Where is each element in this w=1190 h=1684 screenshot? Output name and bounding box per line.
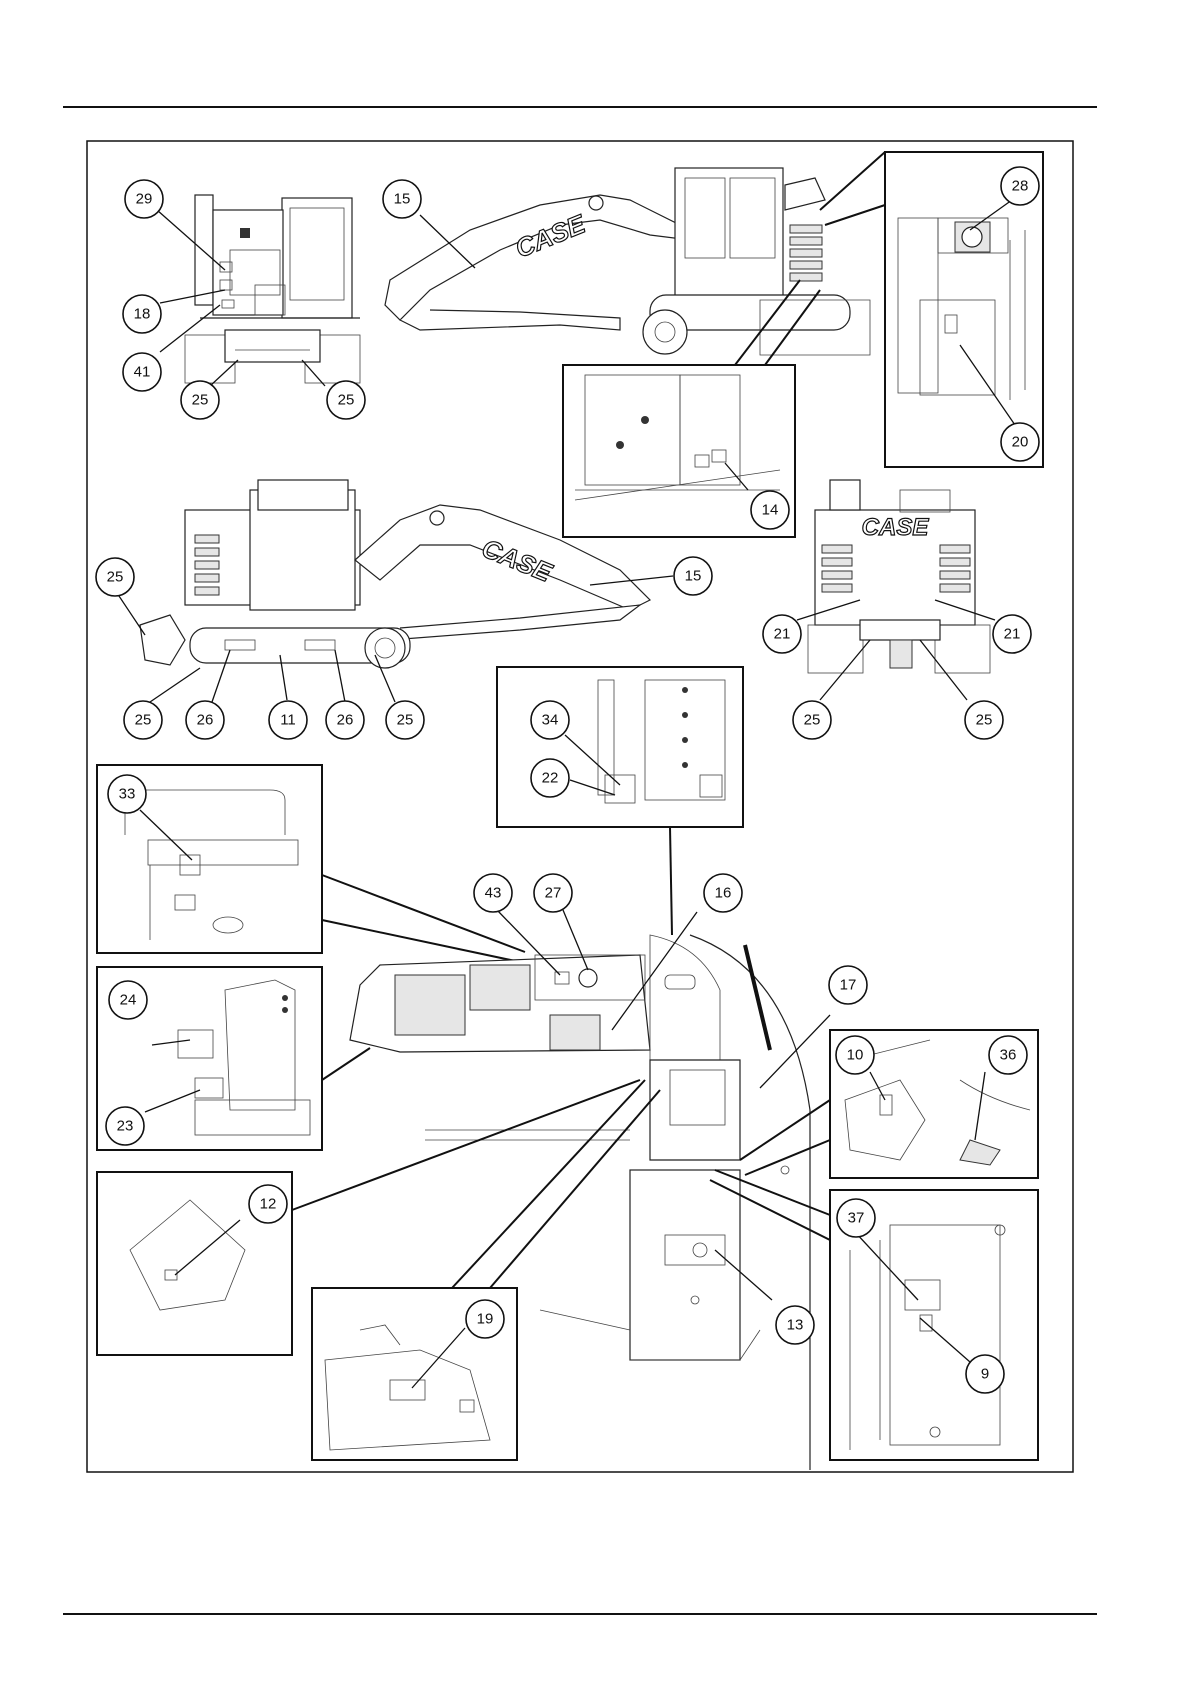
callout-21-right: 21	[993, 615, 1031, 653]
svg-text:10: 10	[847, 1047, 864, 1064]
svg-text:20: 20	[1012, 434, 1029, 451]
callout-21-left: 21	[763, 615, 801, 653]
callout-9: 9	[966, 1355, 1004, 1393]
svg-text:24: 24	[120, 992, 137, 1009]
svg-text:41: 41	[134, 364, 151, 381]
svg-text:25: 25	[107, 569, 124, 586]
callout-10: 10	[836, 1036, 874, 1074]
callout-18: 18	[123, 295, 161, 333]
svg-text:9: 9	[981, 1366, 989, 1383]
callout-16: 16	[704, 874, 742, 912]
callout-25-blade: 25	[96, 558, 134, 596]
svg-text:26: 26	[197, 712, 214, 729]
callout-11: 11	[269, 701, 307, 739]
callout-26-right: 26	[326, 701, 364, 739]
svg-text:16: 16	[715, 885, 732, 902]
svg-text:21: 21	[1004, 626, 1021, 643]
callout-27: 27	[534, 874, 572, 912]
callout-15-top: 15	[383, 180, 421, 218]
svg-text:25: 25	[976, 712, 993, 729]
svg-text:26: 26	[337, 712, 354, 729]
callout-25-rear-left: 25	[181, 381, 219, 419]
svg-text:15: 15	[685, 568, 702, 585]
svg-text:21: 21	[774, 626, 791, 643]
callout-25-rear-track-left: 25	[793, 701, 831, 739]
svg-text:13: 13	[787, 1317, 804, 1334]
callout-20: 20	[1001, 423, 1039, 461]
svg-text:25: 25	[338, 392, 355, 409]
svg-text:34: 34	[542, 712, 559, 729]
callout-24: 24	[109, 981, 147, 1019]
callout-33: 33	[108, 775, 146, 813]
callout-13: 13	[776, 1306, 814, 1344]
callout-29: 29	[125, 180, 163, 218]
callout-36: 36	[989, 1036, 1027, 1074]
svg-text:29: 29	[136, 191, 153, 208]
svg-text:14: 14	[762, 502, 779, 519]
svg-text:11: 11	[280, 712, 296, 729]
svg-text:25: 25	[804, 712, 821, 729]
svg-text:22: 22	[542, 770, 559, 787]
svg-text:25: 25	[135, 712, 152, 729]
callout-14: 14	[751, 491, 789, 529]
callout-25-rear-right: 25	[327, 381, 365, 419]
svg-text:18: 18	[134, 306, 151, 323]
callout-25-track-left: 25	[124, 701, 162, 739]
svg-text:36: 36	[1000, 1047, 1017, 1064]
callout-15-middle: 15	[674, 557, 712, 595]
callout-25-rear-track-right: 25	[965, 701, 1003, 739]
callout-19: 19	[466, 1300, 504, 1338]
callout-12: 12	[249, 1185, 287, 1223]
svg-text:28: 28	[1012, 178, 1029, 195]
svg-text:17: 17	[840, 977, 857, 994]
callout-37: 37	[837, 1199, 875, 1237]
svg-text:27: 27	[545, 885, 562, 902]
svg-text:15: 15	[394, 191, 411, 208]
callout-22: 22	[531, 759, 569, 797]
svg-text:25: 25	[397, 712, 414, 729]
svg-text:19: 19	[477, 1311, 494, 1328]
svg-text:12: 12	[260, 1196, 277, 1213]
callout-23: 23	[106, 1107, 144, 1145]
svg-text:43: 43	[485, 885, 502, 902]
callout-25-track-right: 25	[386, 701, 424, 739]
callout-26-left: 26	[186, 701, 224, 739]
callout-43: 43	[474, 874, 512, 912]
brand-logo-rear: CASE	[862, 514, 930, 541]
callout-28: 28	[1001, 167, 1039, 205]
callout-41: 41	[123, 353, 161, 391]
svg-text:23: 23	[117, 1118, 134, 1135]
callout-17: 17	[829, 966, 867, 1004]
svg-text:25: 25	[192, 392, 209, 409]
callout-34: 34	[531, 701, 569, 739]
svg-text:33: 33	[119, 786, 136, 803]
svg-text:37: 37	[848, 1210, 865, 1227]
